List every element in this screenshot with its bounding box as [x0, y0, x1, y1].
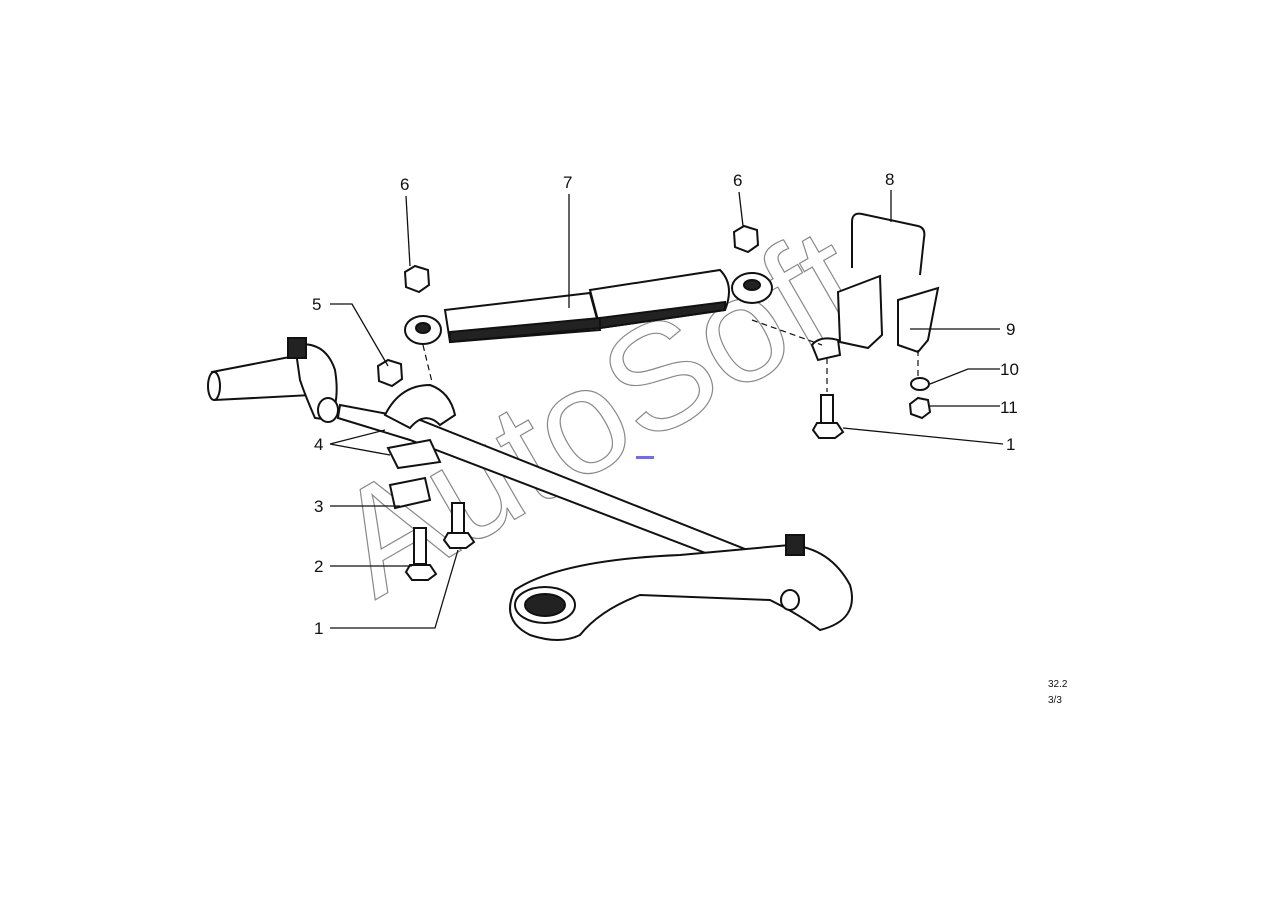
callout-1-right: 1: [1006, 435, 1015, 454]
leader-4a: [329, 429, 386, 445]
callout-4: 4: [314, 435, 323, 454]
callout-6-left: 6: [400, 175, 409, 194]
marker: [636, 456, 654, 459]
callout-9: 9: [1006, 320, 1015, 339]
callout-7: 7: [563, 173, 572, 192]
bracket-9: [810, 274, 940, 362]
bolt-2: [404, 527, 438, 581]
left-tie-rod: [207, 337, 339, 423]
callout-3: 3: [314, 497, 323, 516]
nut-5: [376, 358, 404, 388]
bolt-1-right: [811, 394, 845, 439]
callout-1-left: 1: [314, 619, 323, 638]
leader-10: [929, 368, 1000, 385]
leader-6-right: [738, 191, 744, 227]
clamp-4: [383, 383, 457, 470]
callout-8: 8: [885, 170, 894, 189]
dash-line-right-eye: [751, 319, 823, 346]
callout-6-right: 6: [733, 171, 742, 190]
washer-10: [910, 377, 930, 391]
nut-6-left: [403, 264, 431, 294]
leader-1-right: [842, 427, 1004, 445]
callout-11: 11: [1000, 398, 1018, 417]
reference-line-2: 3/3: [1048, 695, 1062, 706]
u-bolt-8: [851, 212, 926, 276]
callout-5: 5: [312, 295, 321, 314]
nut-6-right: [732, 224, 760, 254]
bolt-1-left: [442, 502, 476, 549]
reference-line-1: 32.2: [1048, 679, 1068, 690]
callout-2: 2: [314, 557, 323, 576]
callout-10: 10: [1000, 360, 1019, 379]
dash-line-left-eye: [422, 344, 433, 383]
leader-5: [330, 303, 389, 367]
pitman-arm: [509, 534, 853, 641]
leader-1-left: [330, 549, 459, 629]
leader-6-left: [405, 195, 411, 267]
nut-11: [908, 396, 932, 420]
steering-damper: [404, 268, 773, 345]
leader-4b: [329, 443, 391, 456]
clip-3: [388, 476, 432, 510]
